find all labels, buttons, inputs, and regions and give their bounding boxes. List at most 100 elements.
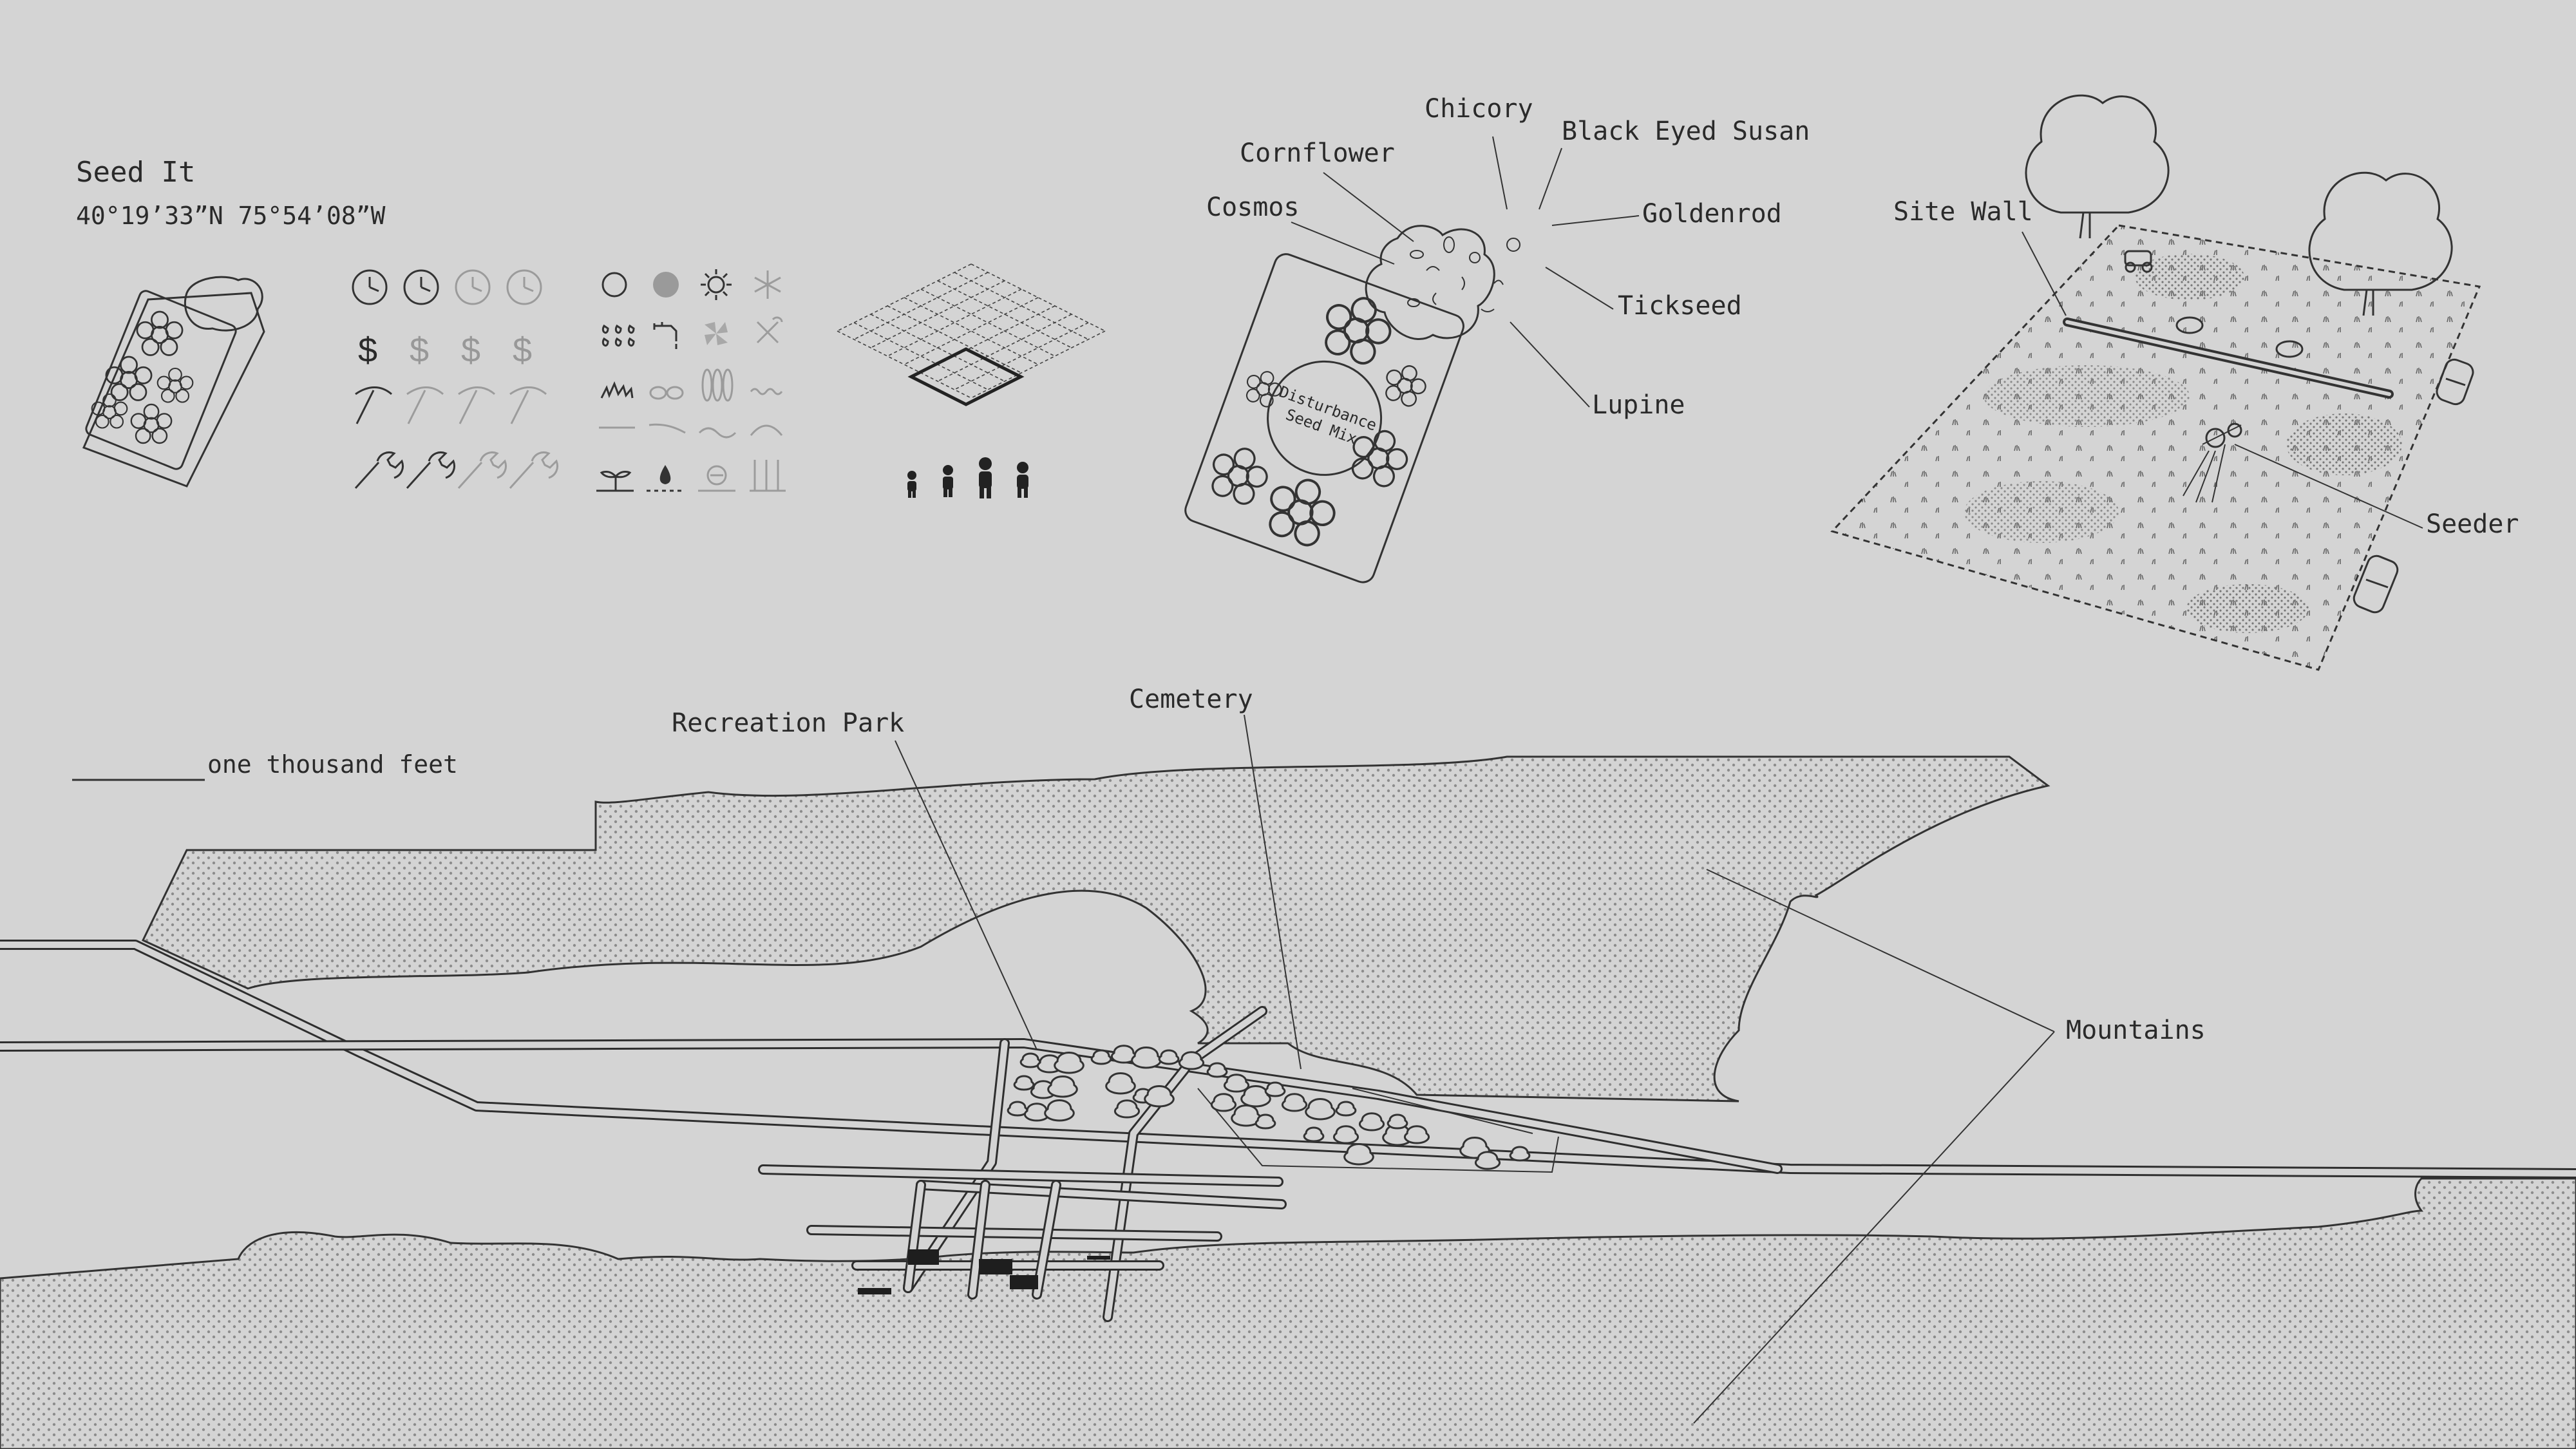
clock-icon bbox=[403, 269, 439, 305]
tree-icon bbox=[1281, 1093, 1308, 1112]
callout-seeder: Seeder bbox=[2426, 509, 2519, 539]
scale-bar-label: one thousand feet bbox=[207, 750, 458, 779]
building bbox=[979, 1259, 1012, 1274]
site-map: Recreation Park Cemetery Mountains bbox=[0, 685, 2576, 1449]
seeder-icon bbox=[2183, 422, 2242, 503]
grid-line bbox=[887, 289, 1022, 357]
fence-icon bbox=[750, 460, 786, 492]
tree-icon bbox=[1047, 1075, 1078, 1098]
building bbox=[1010, 1275, 1038, 1289]
isometric-grid-icon bbox=[837, 263, 1106, 406]
callout-cosmos: Cosmos bbox=[1206, 193, 1300, 222]
building bbox=[858, 1288, 891, 1294]
icon-legend: $ $ $ $ bbox=[352, 263, 1106, 498]
grid-line bbox=[837, 330, 972, 399]
tree-icon bbox=[1105, 1072, 1136, 1095]
adult-icon bbox=[979, 457, 992, 498]
tree-icon bbox=[1144, 1085, 1175, 1108]
mountains-north bbox=[141, 755, 2050, 1103]
sprout-icon bbox=[596, 471, 634, 492]
grid-line bbox=[904, 297, 1039, 365]
tree-icon bbox=[1178, 1051, 1205, 1070]
dollar-icon: $ bbox=[513, 331, 532, 370]
tree-icon bbox=[1210, 1093, 1237, 1112]
people-icons bbox=[907, 457, 1028, 498]
tree-icon bbox=[1158, 1049, 1180, 1065]
grid-line bbox=[870, 280, 1005, 348]
callout-lupine: Lupine bbox=[1592, 390, 1685, 420]
site-axon: Site Wall Seeder bbox=[1830, 94, 2519, 671]
tree-icon bbox=[1343, 1143, 1374, 1166]
callout-goldenrod: Goldenrod bbox=[1642, 199, 1782, 229]
tree-icon bbox=[1223, 1074, 1250, 1093]
shade-icon bbox=[653, 272, 679, 298]
conditions-icons bbox=[596, 269, 786, 492]
project-title: Seed It bbox=[76, 156, 195, 189]
car-icon bbox=[2353, 554, 2399, 614]
tree-icon bbox=[2025, 94, 2170, 240]
grid-line bbox=[853, 272, 989, 340]
project-coordinates: 40°19’33”N 75°54’08”W bbox=[76, 202, 386, 230]
mountains-south bbox=[0, 1177, 2576, 1449]
wrench-icon bbox=[406, 451, 455, 489]
tree-icon bbox=[1013, 1075, 1035, 1091]
callout-site-wall: Site Wall bbox=[1893, 197, 2033, 227]
tree-icon bbox=[1509, 1146, 1531, 1162]
grid-line bbox=[954, 272, 1089, 340]
callout-recreation-park: Recreation Park bbox=[672, 708, 904, 738]
packet-label-circle bbox=[1267, 360, 1383, 476]
rock-shape bbox=[2175, 316, 2304, 358]
maintenance-icons bbox=[354, 451, 558, 489]
child-icon bbox=[907, 471, 916, 498]
grid-line bbox=[853, 322, 989, 390]
tractor-icon bbox=[2124, 250, 2153, 273]
cost-icons: $ $ $ $ bbox=[358, 331, 532, 370]
rock-icon bbox=[698, 465, 735, 492]
sun-empty-icon bbox=[601, 272, 627, 298]
callout-tickseed: Tickseed bbox=[1618, 291, 1742, 321]
seed-marks bbox=[1407, 236, 1520, 312]
wrench-icon bbox=[354, 451, 404, 489]
callout-mountains: Mountains bbox=[2066, 1016, 2206, 1045]
hill-icon bbox=[750, 424, 783, 436]
pickaxe-icon bbox=[355, 386, 392, 424]
species-callouts: Chicory Black Eyed Susan Cornflower Gold… bbox=[1206, 94, 1810, 420]
pickaxe-icon bbox=[458, 386, 495, 424]
callout-cornflower: Cornflower bbox=[1240, 138, 1395, 168]
tree-icon bbox=[1305, 1098, 1336, 1121]
trees-icon bbox=[701, 368, 734, 402]
tree-icon bbox=[1113, 1099, 1141, 1119]
pickaxe-icon bbox=[509, 386, 547, 424]
tree-icon bbox=[1090, 1049, 1112, 1065]
wrench-icon bbox=[509, 451, 558, 489]
tree-icon bbox=[1303, 1126, 1325, 1142]
clock-icon bbox=[455, 269, 491, 305]
wave-icon bbox=[750, 388, 783, 395]
tree-icon bbox=[1255, 1113, 1276, 1130]
tree-icon bbox=[1240, 1085, 1271, 1108]
grid-line bbox=[904, 297, 1039, 365]
wave-line-icon bbox=[698, 427, 737, 439]
grid-line bbox=[887, 305, 1022, 374]
tree-icon bbox=[1264, 1081, 1286, 1097]
grid-line bbox=[954, 322, 1089, 390]
grid-line bbox=[870, 314, 1005, 382]
building bbox=[1087, 1256, 1110, 1260]
tree-clusters bbox=[1007, 1045, 1531, 1170]
tree-icon bbox=[1387, 1113, 1408, 1130]
tree-icon bbox=[1054, 1052, 1084, 1074]
tree-icon bbox=[1044, 1099, 1075, 1122]
grid-line bbox=[971, 330, 1106, 399]
grid-line bbox=[837, 263, 972, 332]
callout-black-eyed-susan: Black Eyed Susan bbox=[1562, 117, 1810, 146]
grass-icon bbox=[600, 381, 634, 399]
stones-icon bbox=[649, 386, 684, 400]
seed-patches bbox=[1964, 254, 2402, 633]
tree-icon bbox=[1335, 1101, 1357, 1117]
grid-line bbox=[971, 263, 1106, 332]
dollar-icon: $ bbox=[461, 331, 480, 370]
grid-line bbox=[937, 280, 1072, 348]
scale-bar: one thousand feet bbox=[72, 750, 458, 781]
clock-icon bbox=[506, 269, 542, 305]
